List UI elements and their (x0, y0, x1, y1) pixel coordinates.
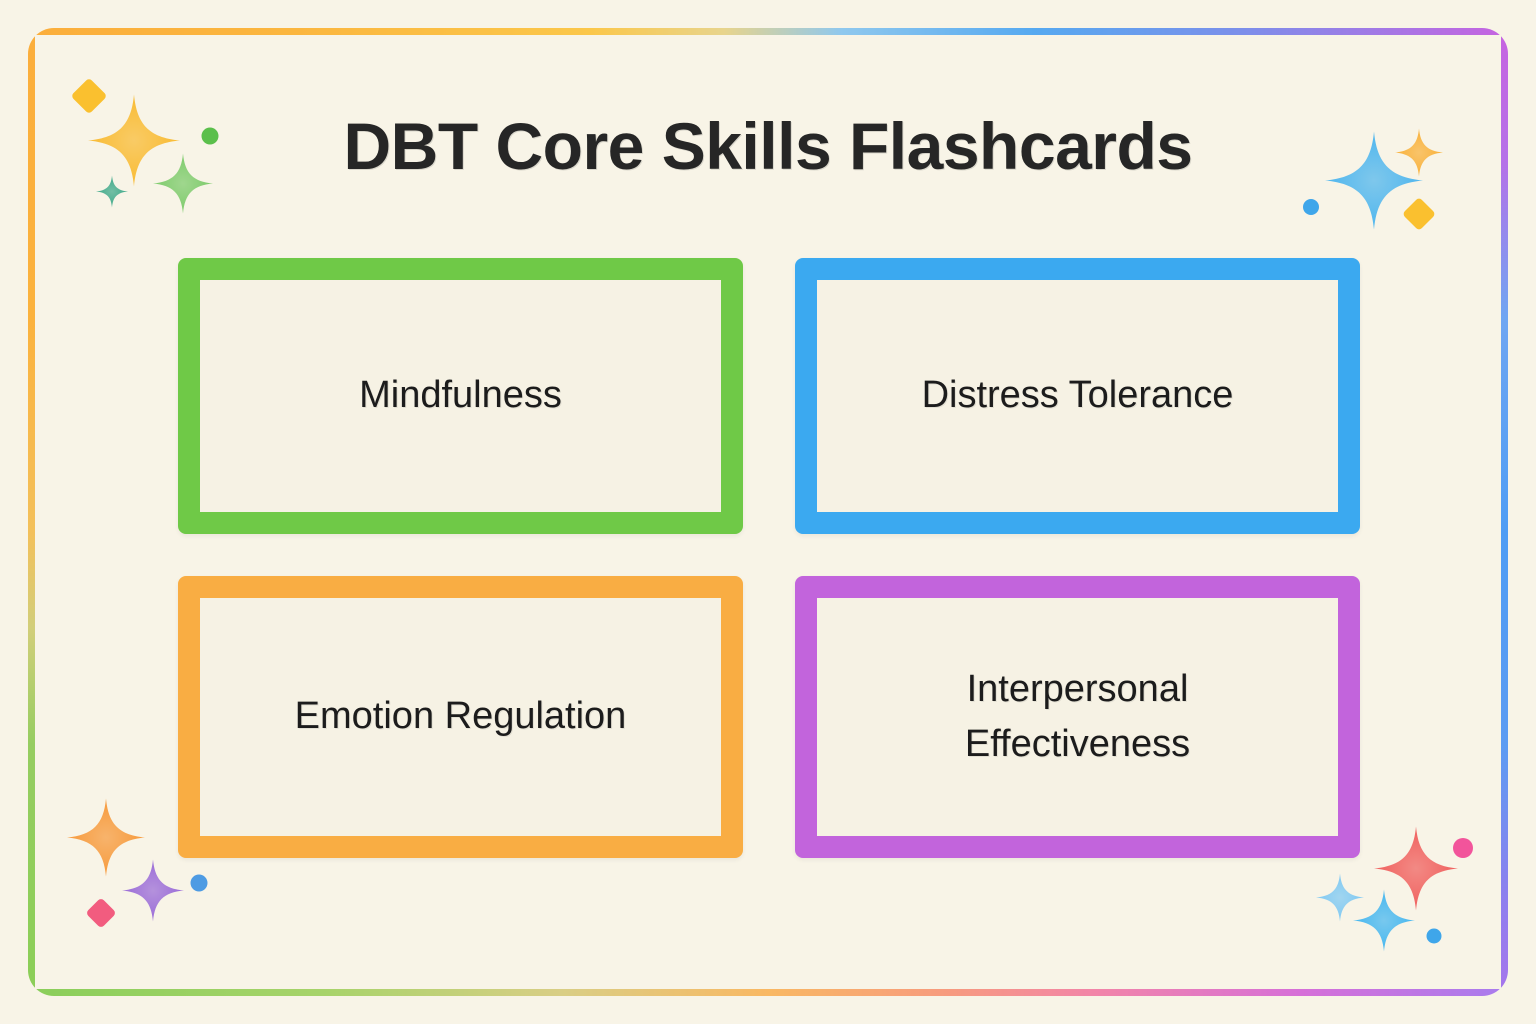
flashcard-distress-tolerance[interactable]: Distress Tolerance (795, 258, 1360, 534)
flashcard-label: Emotion Regulation (294, 695, 627, 738)
flashcard-emotion-regulation[interactable]: Emotion Regulation (178, 576, 743, 858)
flashcard-label: Distress Tolerance (921, 374, 1234, 417)
page-title: DBT Core Skills Flashcards (343, 109, 1193, 183)
flashcard-label: Interpersonal Effectiveness (964, 667, 1191, 765)
flashcard-label: Mindfulness (359, 374, 562, 417)
flashcard-interpersonal-effectiveness[interactable]: Interpersonal Effectiveness (795, 576, 1360, 858)
flashcard-mindfulness[interactable]: Mindfulness (178, 258, 743, 534)
flashcard-grid: Mindfulness Distress Tolerance Emotion R… (178, 258, 1360, 858)
